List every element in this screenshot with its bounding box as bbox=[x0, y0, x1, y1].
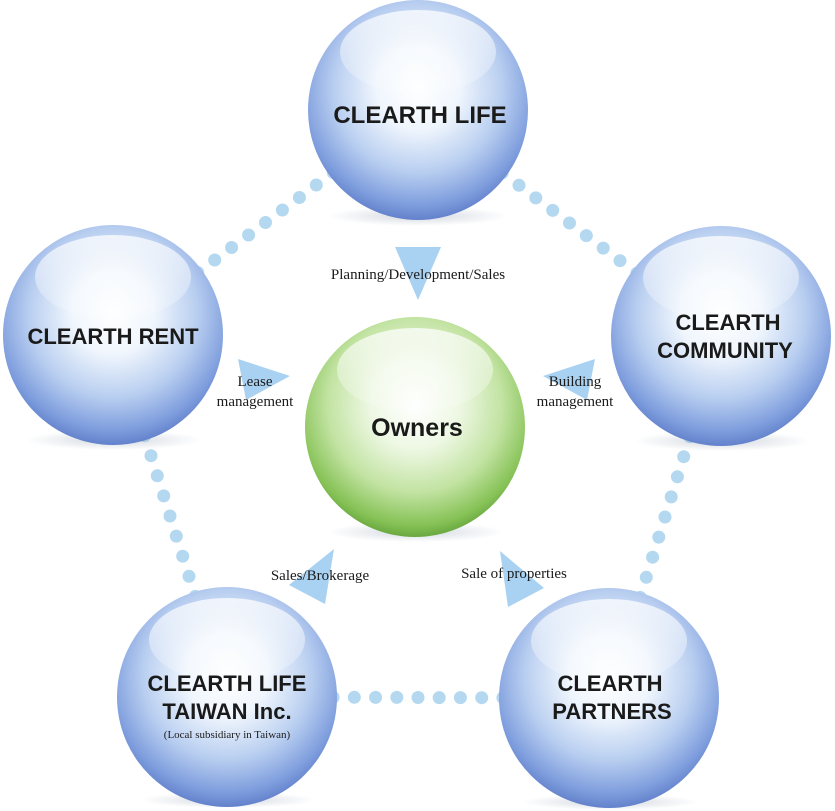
arrow-lease bbox=[238, 359, 290, 400]
relation-lease-label-line1: Lease bbox=[238, 374, 273, 390]
ring-dot bbox=[225, 241, 239, 254]
ring-dot bbox=[664, 490, 678, 504]
relation-building-label-line2: management bbox=[537, 394, 614, 410]
sphere-clearth-life-taiwan-label-line2: TAIWAN Inc. bbox=[162, 699, 291, 724]
ring-dot bbox=[242, 228, 256, 242]
relation-sales-label: Sales/Brokerage bbox=[271, 568, 370, 584]
sphere-clearth-partners-label-line1: CLEARTH bbox=[557, 671, 662, 696]
sphere-clearth-life-taiwan-note: (Local subsidiary in Taiwan) bbox=[164, 729, 291, 741]
ring-dot bbox=[512, 178, 526, 192]
ring-dot bbox=[169, 529, 183, 543]
ring-dot bbox=[579, 229, 593, 243]
sphere-clearth-partners: CLEARTH PARTNERS bbox=[499, 588, 719, 810]
sphere-clearth-community: CLEARTH COMMUNITY bbox=[611, 226, 831, 451]
ring-dot bbox=[163, 509, 177, 523]
sphere-clearth-rent-label: CLEARTH RENT bbox=[27, 324, 199, 349]
ring-dot bbox=[658, 510, 672, 524]
arrow-building bbox=[543, 359, 595, 400]
ring-dot bbox=[275, 203, 289, 217]
ring-dot bbox=[453, 691, 467, 705]
ring-dot bbox=[475, 691, 489, 705]
arrow-planning bbox=[395, 247, 441, 300]
sphere-clearth-life: CLEARTH LIFE bbox=[308, 0, 528, 226]
ring-dot bbox=[563, 216, 576, 230]
relation-sale-properties-label: Sale of properties bbox=[461, 566, 567, 582]
sphere-clearth-life-taiwan: CLEARTH LIFE TAIWAN Inc. (Local subsidia… bbox=[117, 587, 337, 808]
ring-dot bbox=[208, 253, 222, 267]
ring-dot bbox=[157, 489, 171, 503]
relation-lease-label-line2: management bbox=[217, 394, 294, 410]
sphere-clearth-partners-label-line2: PARTNERS bbox=[552, 699, 671, 724]
ring-dot bbox=[259, 216, 272, 229]
ring-dot bbox=[182, 569, 196, 583]
ring-dot bbox=[176, 549, 190, 563]
ring-dot bbox=[670, 470, 684, 484]
ring-dot bbox=[347, 690, 361, 704]
ring-dot bbox=[529, 191, 543, 205]
relation-building-label-line1: Building bbox=[549, 374, 602, 390]
ring-dot bbox=[546, 203, 560, 217]
sphere-owners: Owners bbox=[305, 317, 525, 542]
ring-dot bbox=[677, 450, 691, 464]
sphere-clearth-community-label-line1: CLEARTH bbox=[675, 310, 780, 335]
ring-dot bbox=[652, 530, 666, 544]
arrow-sale-properties bbox=[500, 551, 544, 607]
ring-dot bbox=[411, 691, 425, 704]
sphere-clearth-rent: CLEARTH RENT bbox=[3, 225, 223, 450]
ring-dot bbox=[292, 191, 306, 204]
ring-dot bbox=[639, 570, 653, 584]
ring-dot bbox=[432, 691, 446, 705]
ring-dot bbox=[646, 550, 660, 564]
arrow-sales bbox=[289, 549, 334, 604]
ring-dot bbox=[596, 241, 610, 255]
sphere-owners-label: Owners bbox=[371, 414, 463, 442]
relation-planning-label: Planning/Development/Sales bbox=[331, 267, 505, 283]
ring-dot bbox=[309, 178, 323, 192]
ring-dot bbox=[613, 254, 627, 268]
sphere-clearth-life-label: CLEARTH LIFE bbox=[333, 102, 506, 129]
ring-dot bbox=[369, 690, 383, 704]
sphere-clearth-community-label-line2: COMMUNITY bbox=[657, 338, 793, 363]
ring-dot bbox=[390, 690, 404, 704]
ring-dot bbox=[144, 449, 158, 463]
sphere-clearth-life-taiwan-label-line1: CLEARTH LIFE bbox=[148, 671, 307, 696]
ring-dot bbox=[150, 469, 164, 483]
